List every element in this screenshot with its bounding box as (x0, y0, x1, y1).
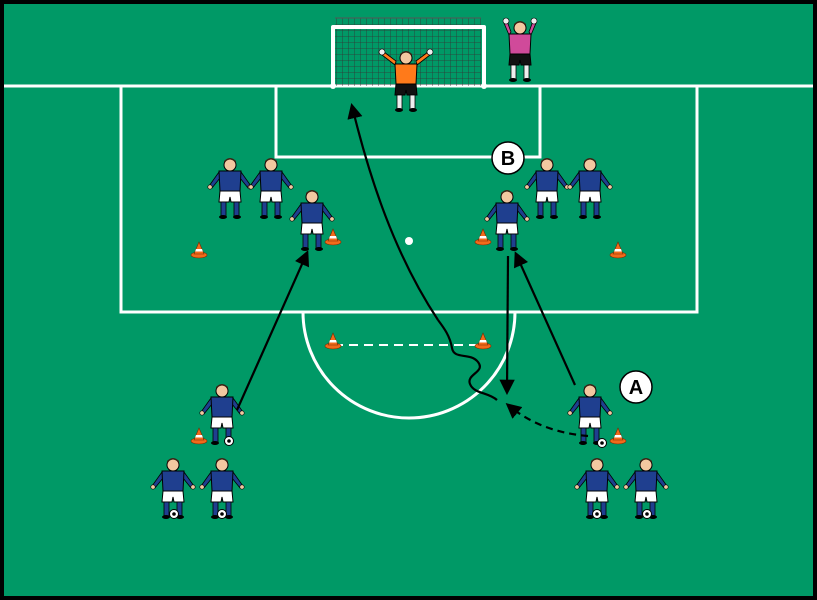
arrow-shot (347, 103, 439, 321)
ball-icon (169, 509, 179, 519)
ball-icon (642, 509, 652, 519)
arrow-pass-left (235, 250, 310, 411)
goalkeeper-icon (502, 17, 538, 82)
arrow-dashed-pass (505, 403, 589, 438)
pitch-grass (4, 4, 813, 596)
ball-icon (597, 438, 607, 448)
label-a: A (619, 370, 653, 404)
arrow-run-right (514, 251, 577, 386)
penalty-arc (301, 311, 517, 420)
label-b-text: B (501, 148, 515, 170)
ball-icon (592, 509, 602, 519)
ball-icon (224, 436, 234, 446)
arrow-dribble (437, 319, 498, 401)
goalkeeper-icon (378, 48, 434, 112)
label-a-text: A (629, 377, 643, 399)
arrow-pass-down (499, 255, 515, 396)
movement-arrows (235, 103, 589, 438)
label-b: B (491, 141, 525, 175)
ball-icon (217, 509, 227, 519)
penalty-spot (405, 237, 413, 245)
goal-frame (331, 25, 486, 86)
